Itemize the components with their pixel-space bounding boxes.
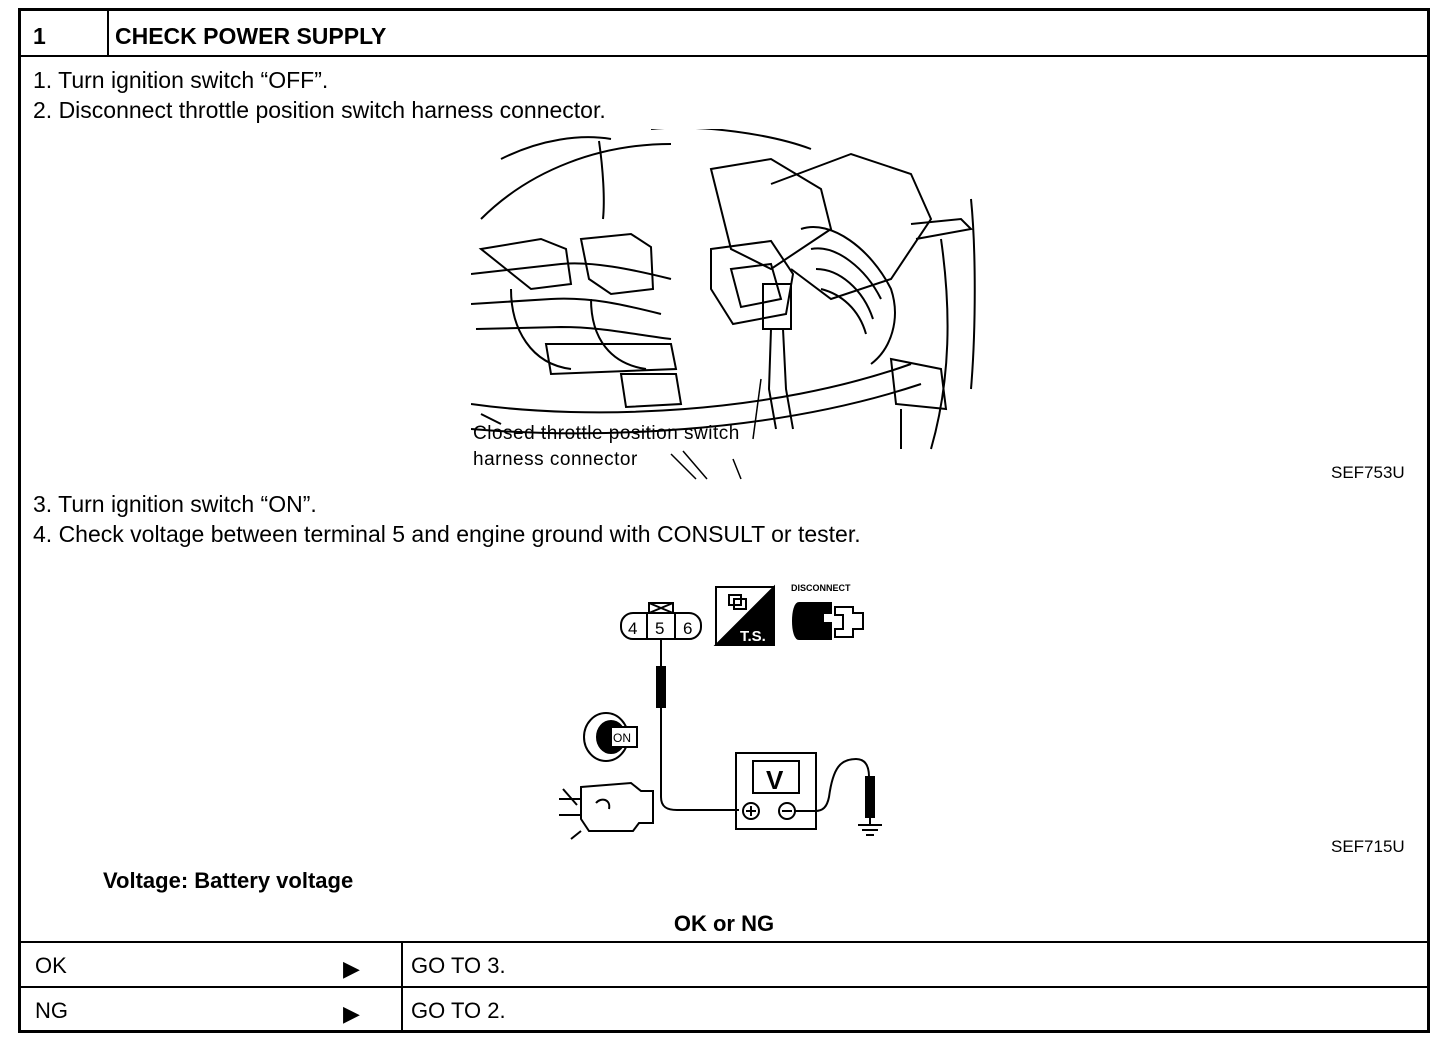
result-action-ok: GO TO 3. <box>411 953 506 978</box>
throttle-connector-illustration <box>471 129 976 480</box>
figure1-caption-line1: Closed throttle position switch <box>473 423 740 444</box>
meter-v-label: V <box>766 765 784 795</box>
ts-tool-icon: T.S. <box>713 584 775 646</box>
disconnect-icon: DISCONNECT <box>791 583 864 640</box>
result-status-ng: NG <box>35 998 68 1023</box>
ts-label: T.S. <box>740 628 766 645</box>
voltmeter-icon: V <box>735 752 817 830</box>
terminal-label-4: 4 <box>628 619 637 638</box>
result-heading: OK or NG <box>673 911 775 936</box>
figure1-caption-line2: harness connector <box>473 449 638 470</box>
disconnect-label: DISCONNECT <box>791 583 851 593</box>
engine-icon <box>559 781 654 840</box>
arrow-right-icon: ▶ <box>343 1001 360 1026</box>
result-action-ng: GO TO 2. <box>411 998 506 1023</box>
step-number: 1 <box>33 23 46 49</box>
key-on-label: ON <box>613 731 631 745</box>
step-title: CHECK POWER SUPPLY <box>115 23 387 49</box>
instruction-step-4: 4. Check voltage between terminal 5 and … <box>33 521 861 547</box>
ground-symbol <box>858 824 882 836</box>
result-table-column-divider <box>401 941 403 1030</box>
result-status-ok: OK <box>35 953 67 978</box>
ignition-key-icon: ON <box>583 712 638 762</box>
instruction-step-3: 3. Turn ignition switch “ON”. <box>33 491 317 517</box>
terminal-label-6: 6 <box>683 619 692 638</box>
figure1-code: SEF753U <box>1331 463 1405 482</box>
procedure-frame: 1 CHECK POWER SUPPLY 1. Turn ignition sw… <box>18 8 1430 1033</box>
arrow-right-icon: ▶ <box>343 956 360 981</box>
voltage-check-diagram: 4 5 6 T.S. DISCONNECT ON <box>559 583 882 840</box>
figure2-code: SEF715U <box>1331 837 1405 856</box>
instruction-step-2: 2. Disconnect throttle position switch h… <box>33 97 606 123</box>
result-table-top-border <box>21 941 1427 943</box>
header-divider <box>21 55 1427 57</box>
result-table-row-divider <box>21 986 1427 988</box>
voltage-spec: Voltage: Battery voltage <box>103 868 354 893</box>
terminal-label-5: 5 <box>655 619 664 638</box>
header-column-divider <box>107 11 109 55</box>
harness-connector-symbol: 4 5 6 <box>620 602 702 640</box>
instruction-step-1: 1. Turn ignition switch “OFF”. <box>33 67 329 93</box>
